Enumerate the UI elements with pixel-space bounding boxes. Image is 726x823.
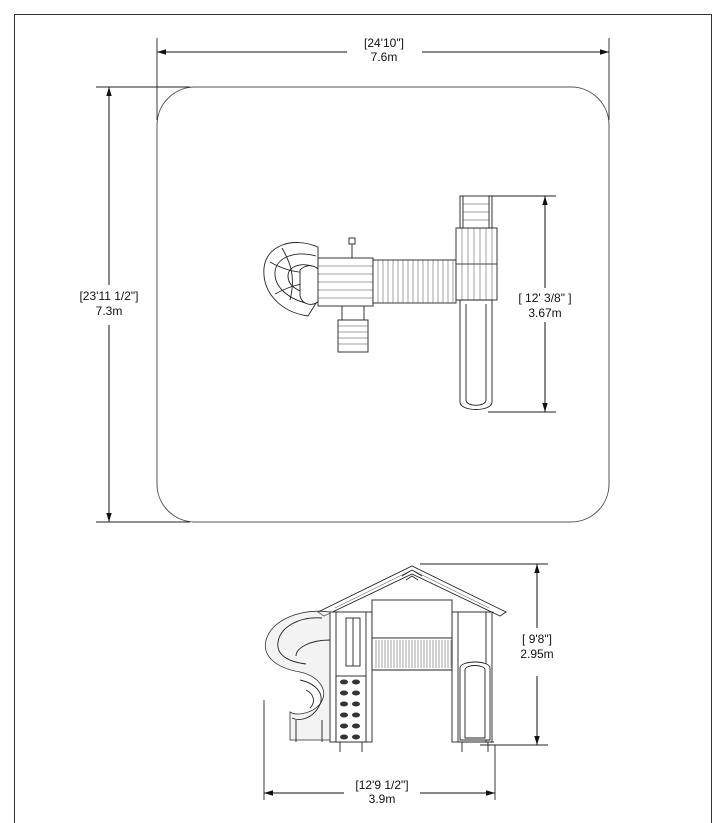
elevation-width-dimension: [12'9 1/2"] 3.9m xyxy=(263,700,496,806)
elevation-height-dimension: [ 9'8"] 2.95m xyxy=(420,563,554,746)
rock-wall-elevation xyxy=(335,675,367,743)
spiral-slide-elevation xyxy=(264,610,331,742)
playset-plan xyxy=(263,195,498,410)
plan-depth-metric: 7.3m xyxy=(96,304,123,318)
spiral-slide-plan xyxy=(263,242,321,317)
bridge-plan xyxy=(372,259,457,304)
plan-structure-metric: 3.67m xyxy=(528,306,561,320)
plan-view: [24'10"] 7.6m [23'11 1/2"] 7.3m [ 12' 3/… xyxy=(79,36,610,523)
safety-zone-outline xyxy=(156,86,610,523)
playset-elevation xyxy=(264,565,507,752)
straight-slide-elevation xyxy=(458,661,494,743)
elevation-height-imperial: [ 9'8"] xyxy=(522,632,552,646)
plan-width-imperial: [24'10"] xyxy=(364,36,404,50)
plan-depth-dimension: [23'11 1/2"] 7.3m xyxy=(79,86,190,523)
roof xyxy=(317,565,507,617)
plan-width-metric: 7.6m xyxy=(371,50,398,64)
page-border xyxy=(14,14,712,823)
plan-structure-imperial: [ 12' 3/8" ] xyxy=(518,291,571,305)
plan-depth-imperial: [23'11 1/2"] xyxy=(79,289,138,303)
plan-width-dimension: [24'10"] 7.6m xyxy=(156,36,610,120)
plan-structure-dimension: [ 12' 3/8" ] 3.67m xyxy=(488,195,572,413)
straight-slide-plan xyxy=(459,299,493,410)
elevation-view: [ 9'8"] 2.95m [12'9 1/2"] 3.9m xyxy=(263,563,554,806)
rock-wall-ladder-plan xyxy=(337,319,369,353)
flag-pole xyxy=(348,237,356,245)
elevation-width-metric: 3.9m xyxy=(369,792,396,806)
elevation-width-imperial: [12'9 1/2"] xyxy=(355,778,408,792)
gable-panel xyxy=(371,599,453,639)
elevation-height-metric: 2.95m xyxy=(520,647,553,661)
